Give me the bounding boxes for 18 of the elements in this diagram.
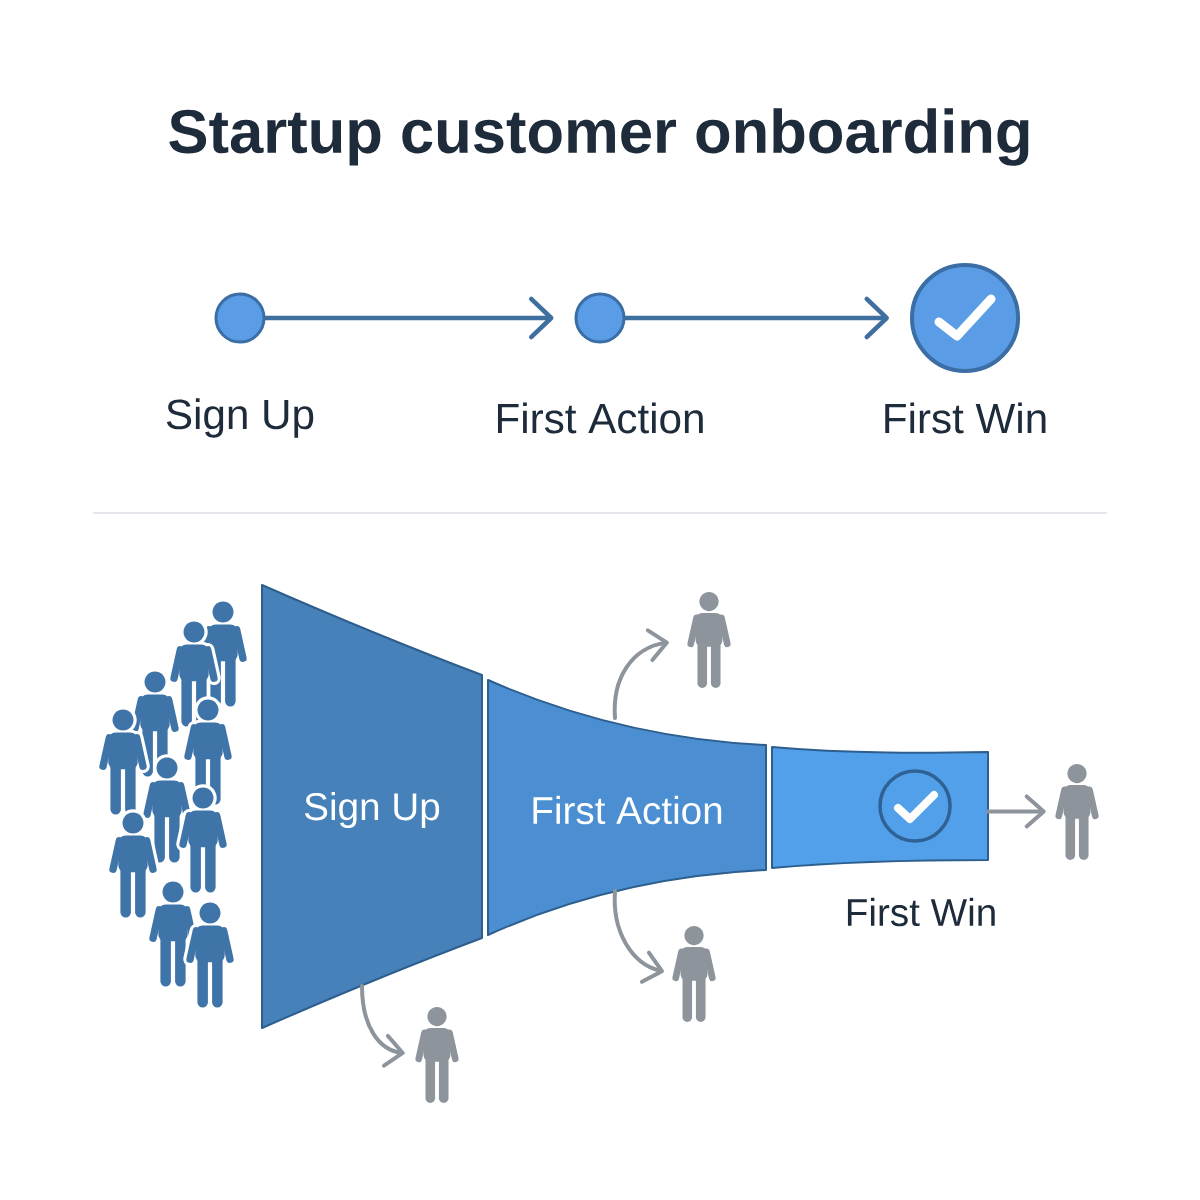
person-icon	[672, 925, 716, 1022]
funnel-segment: Sign Up	[261, 584, 483, 1029]
person-icon	[1055, 763, 1099, 860]
arrow	[612, 889, 664, 984]
step-label: First Action	[497, 402, 703, 434]
stage-label: First Win	[847, 897, 995, 927]
person-icon	[687, 591, 731, 688]
step-label: First Win	[885, 402, 1046, 434]
title: Startup customer onboarding	[169, 108, 1029, 166]
arrow	[360, 984, 405, 1068]
arrow	[612, 628, 669, 720]
funnel-segment: First Action	[487, 679, 767, 936]
arrow	[623, 296, 889, 340]
step-circle	[214, 292, 266, 344]
step-circle	[574, 292, 626, 344]
person-icon	[415, 1006, 459, 1103]
step-label: Sign Up	[166, 398, 314, 438]
arrow	[263, 296, 554, 340]
